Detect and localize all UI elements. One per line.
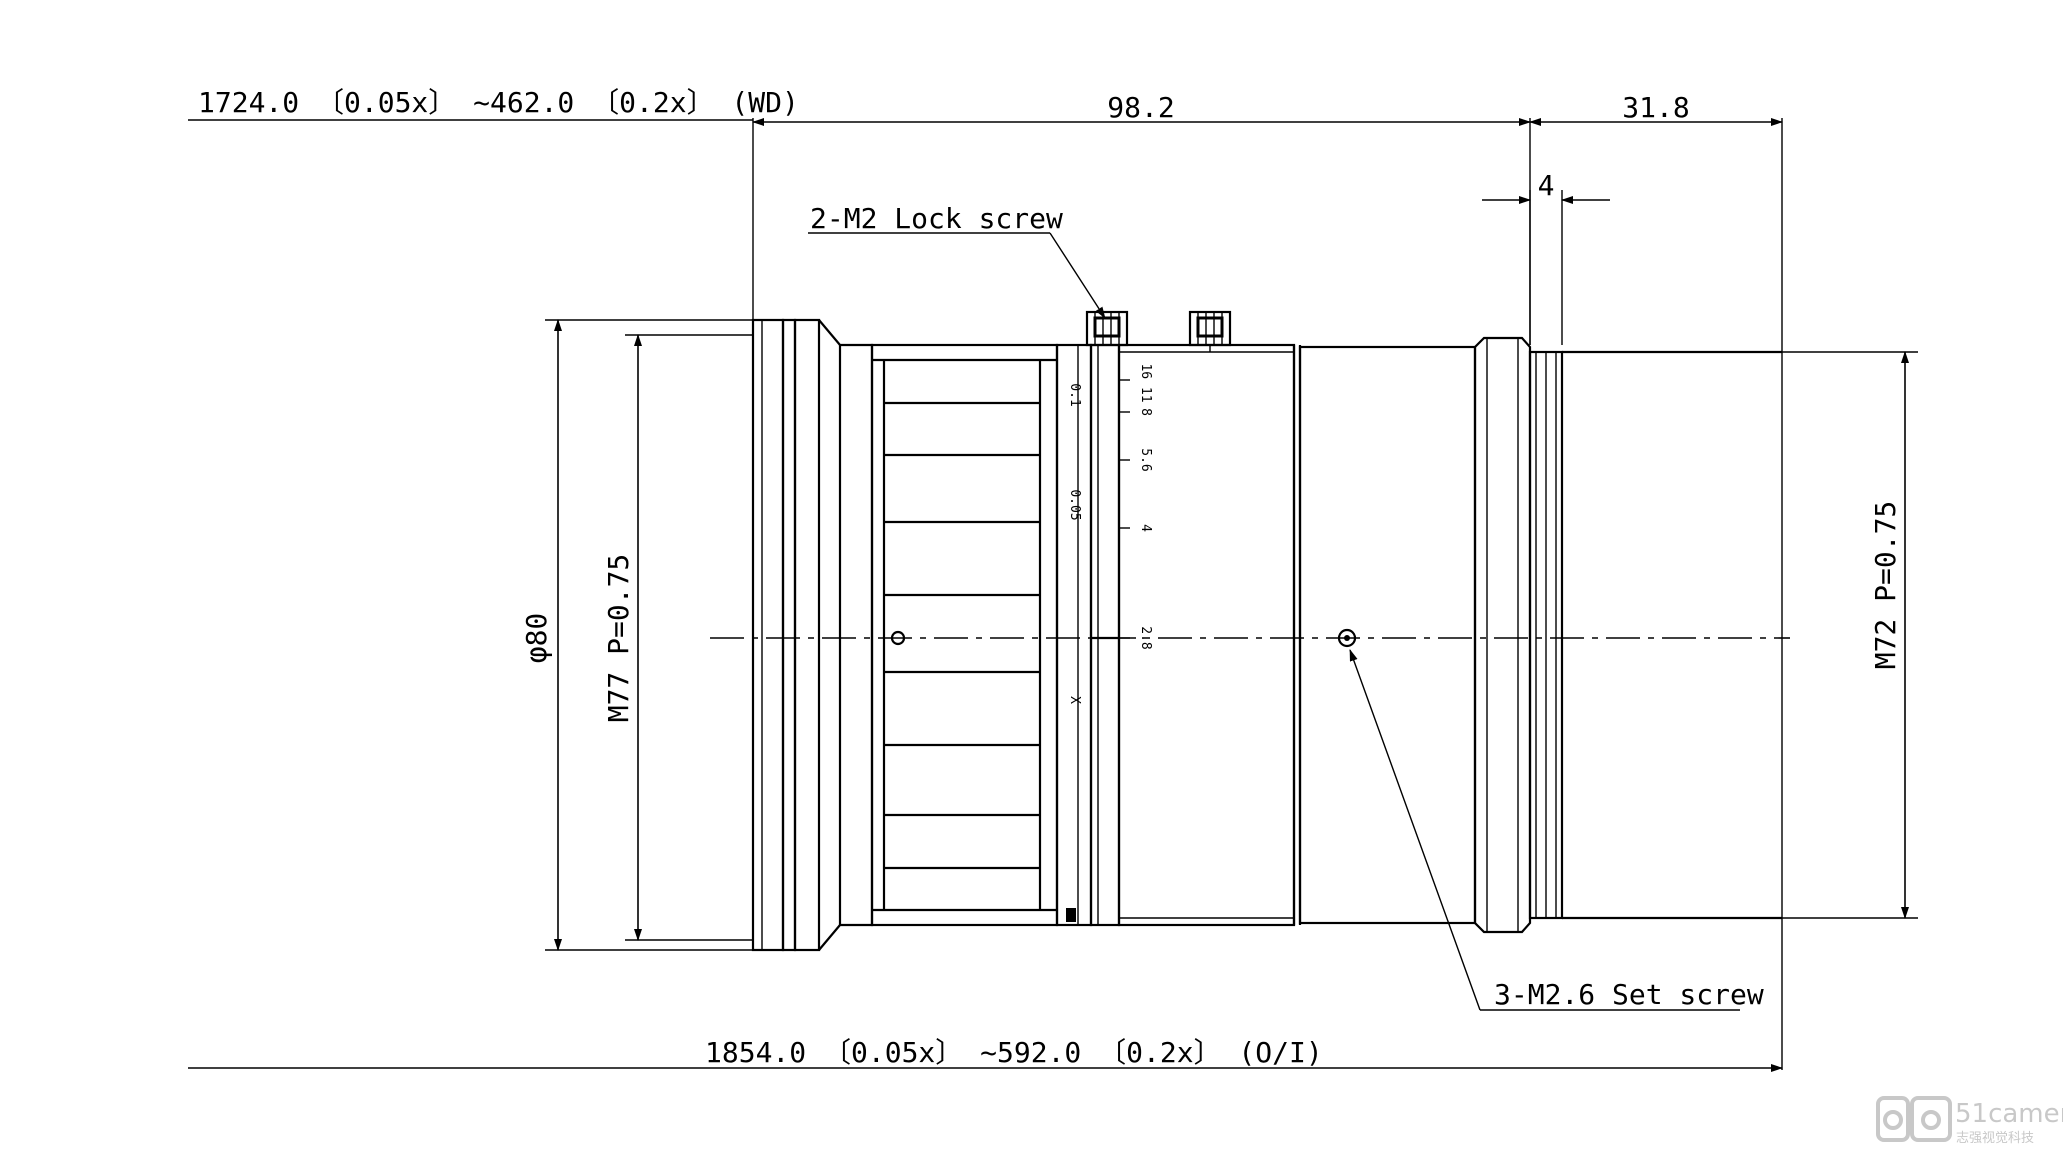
- rear-barrel: [1298, 345, 1477, 925]
- rear-length-label: 31.8: [1622, 91, 1689, 124]
- lock-screw-label: 2-M2 Lock screw: [810, 202, 1063, 235]
- outer-diameter-label: φ80: [520, 613, 553, 664]
- focus-ring: [870, 343, 1059, 927]
- aperture-16-11: 16 11: [1138, 363, 1153, 402]
- watermark-logo-icon: [1876, 1096, 1952, 1142]
- side-dimensions: φ80 M77 P=0.75 M72 P=0.75: [520, 319, 1918, 951]
- bottom-dimension: 1854.0 〔0.05x〕 ~592.0 〔0.2x〕 (O/I): [188, 1036, 1783, 1072]
- mag-scale-0-1: 0.1: [1067, 383, 1082, 406]
- lock-screw-callout: 2-M2 Lock screw: [808, 202, 1106, 319]
- lock-screw-2: [1188, 310, 1232, 352]
- set-screw-callout: 3-M2.6 Set screw: [1349, 649, 1764, 1011]
- front-thread-label: M77 P=0.75: [602, 554, 635, 723]
- main-length-label: 98.2: [1107, 91, 1174, 124]
- rear-thread-label: M72 P=0.75: [1869, 501, 1902, 670]
- watermark-brand: 51camera: [1955, 1099, 2063, 1129]
- watermark: 51camera 志强视觉科技: [1876, 1096, 2063, 1146]
- mag-scale-x: X: [1067, 696, 1082, 704]
- top-dimensions: 1724.0 〔0.05x〕 ~462.0 〔0.2x〕 (WD) 98.2 3…: [188, 86, 1783, 1070]
- watermark-subtitle: 志强视觉科技: [1956, 1131, 2034, 1146]
- front-flange: [751, 318, 874, 952]
- lock-screw-1: [1085, 310, 1129, 347]
- lens-body: 0.1 0.05 X 16 11 8 5.6 4 2.8: [710, 310, 1790, 952]
- set-screw-label: 3-M2.6 Set screw: [1494, 978, 1764, 1011]
- rear-mount: [1528, 350, 1782, 920]
- aperture-4: 4: [1138, 524, 1153, 532]
- step-label: 4: [1538, 169, 1555, 202]
- aperture-5-6: 5.6: [1138, 448, 1153, 471]
- wd-label: 1724.0 〔0.05x〕 ~462.0 〔0.2x〕 (WD): [198, 86, 799, 119]
- rear-flange: [1473, 336, 1532, 934]
- magnification-scale: 0.1 0.05 X: [1055, 343, 1093, 927]
- oi-label: 1854.0 〔0.05x〕 ~592.0 〔0.2x〕 (O/I): [705, 1036, 1323, 1069]
- mag-scale-0-05: 0.05: [1067, 489, 1082, 520]
- aperture-8: 8: [1138, 408, 1153, 416]
- aperture-ring: 16 11 8 5.6 4 2.8: [1089, 343, 1153, 927]
